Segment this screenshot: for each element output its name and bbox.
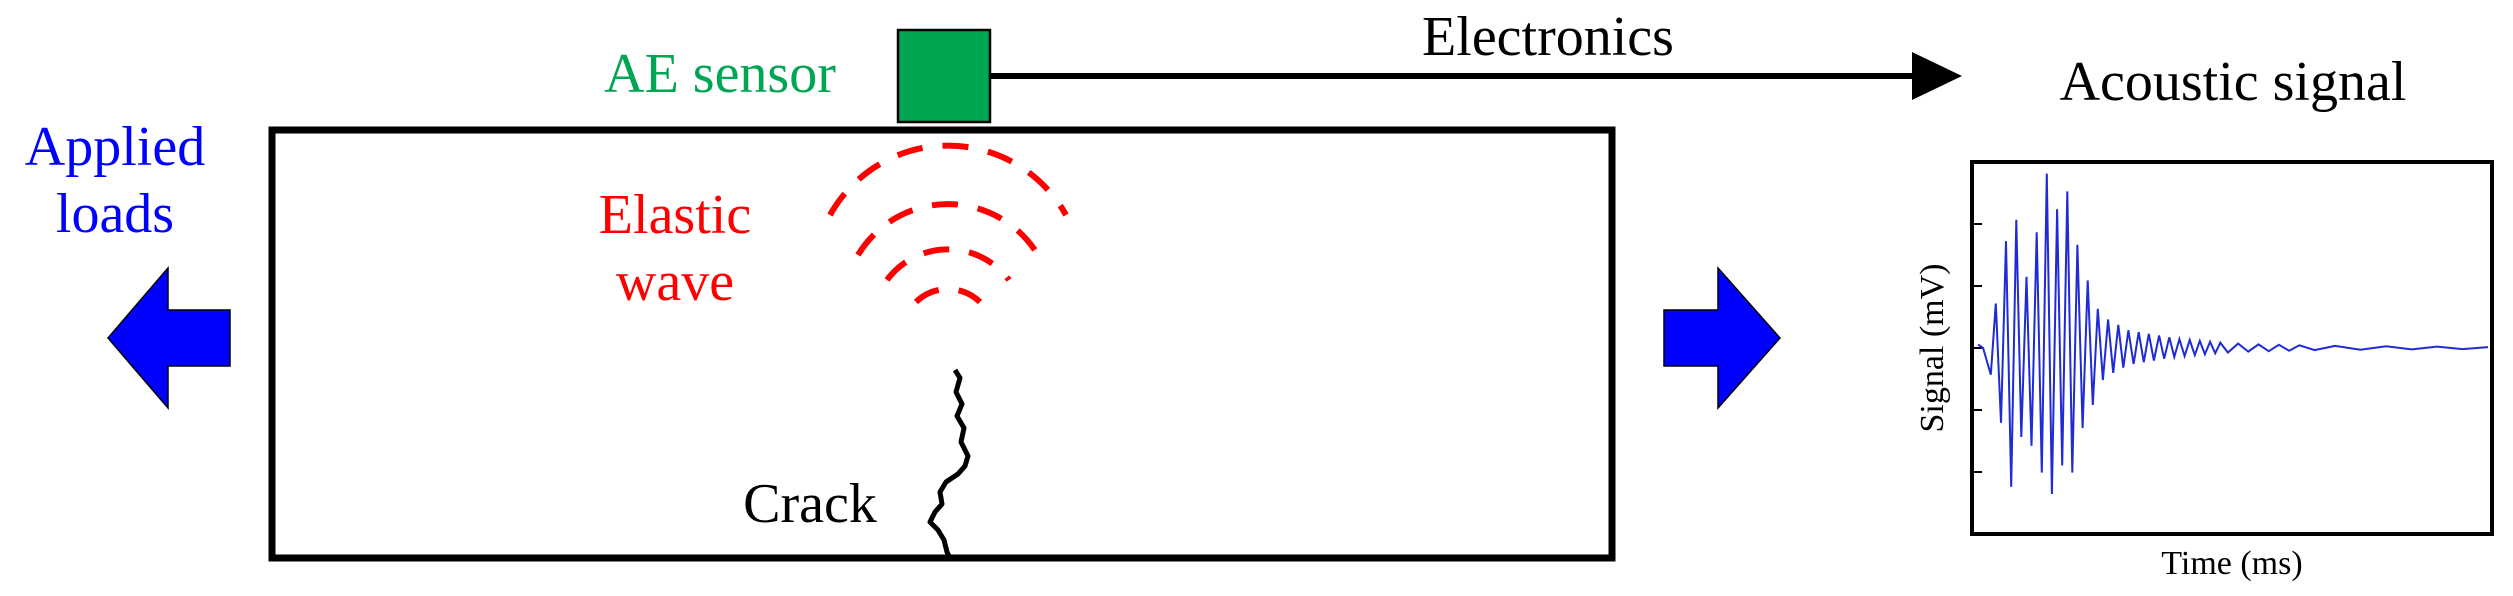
crack-line bbox=[927, 368, 971, 560]
wave-arc-2 bbox=[884, 246, 1012, 282]
signal-chart: Time (ms) Signal (mV) bbox=[1914, 160, 2494, 582]
specimen-body bbox=[268, 126, 1616, 562]
signal-trace bbox=[1977, 173, 2489, 495]
ae-sensor-label: AE sensor bbox=[604, 43, 836, 105]
ae-sensor-icon bbox=[896, 28, 992, 124]
left-load-arrow-icon bbox=[107, 265, 231, 411]
electronics-label: Electronics bbox=[1422, 6, 1674, 68]
crack-label: Crack bbox=[743, 473, 877, 535]
applied-loads-label-line2: loads bbox=[56, 183, 174, 245]
acoustic-signal-label: Acoustic signal bbox=[2060, 51, 2407, 113]
wave-arc-3 bbox=[855, 201, 1041, 257]
applied-loads-label-line1: Applied bbox=[25, 116, 205, 178]
elastic-wave-label-line1: Elastic bbox=[599, 184, 751, 246]
elastic-wave-label-line2: wave bbox=[616, 251, 734, 313]
signal-axis-ticks bbox=[1972, 223, 1982, 473]
signal-arrow-icon bbox=[1912, 52, 1962, 100]
wave-arc-1 bbox=[913, 286, 983, 305]
wave-arc-4 bbox=[827, 142, 1069, 217]
elastic-wave-arcs bbox=[827, 142, 1069, 305]
right-load-arrow-icon bbox=[1663, 266, 1782, 410]
signal-ylabel: Signal (mV) bbox=[1914, 263, 1951, 432]
signal-xlabel: Time (ms) bbox=[2161, 545, 2302, 582]
